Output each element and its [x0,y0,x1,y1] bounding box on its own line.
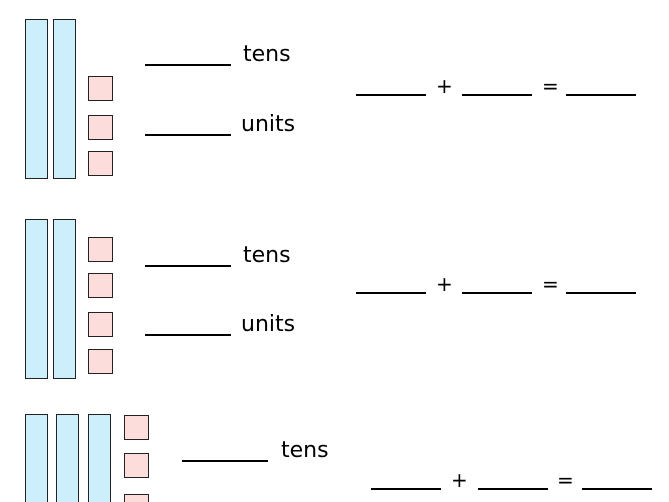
equals-sign: = [557,468,574,492]
unit-cube [88,237,113,262]
sum-blank[interactable] [566,94,636,96]
addend-1-blank[interactable] [356,292,426,294]
ten-rod [53,19,76,179]
plus-sign: + [436,74,453,98]
ten-rod [25,19,48,179]
addend-2-blank[interactable] [462,94,532,96]
tens-label: tens [243,243,291,268]
tens-answer-blank[interactable] [145,64,231,66]
ten-rod [56,414,79,502]
tens-answer-blank[interactable] [145,265,231,267]
ten-rod [25,219,48,379]
addend-2-blank[interactable] [462,292,532,294]
unit-cube [88,76,113,101]
ten-rod [88,414,111,502]
unit-cube [88,273,113,298]
tens-label: tens [243,42,291,67]
unit-cube [124,415,149,440]
sum-blank[interactable] [566,292,636,294]
units-label: units [241,112,296,137]
equals-sign: = [542,74,559,98]
unit-cube [124,453,149,478]
tens-answer-blank[interactable] [182,460,268,462]
unit-cube [124,494,149,502]
unit-cube [88,115,113,140]
tens-label: tens [281,438,329,463]
unit-cube [88,349,113,374]
units-label: units [241,312,296,337]
addend-2-blank[interactable] [478,488,548,490]
units-answer-blank[interactable] [145,134,231,136]
addend-1-blank[interactable] [371,488,441,490]
ten-rod [53,219,76,379]
plus-sign: + [436,272,453,296]
addend-1-blank[interactable] [356,94,426,96]
ten-rod [25,414,48,502]
plus-sign: + [451,468,468,492]
sum-blank[interactable] [582,488,652,490]
units-answer-blank[interactable] [145,334,231,336]
unit-cube [88,151,113,176]
equals-sign: = [542,272,559,296]
unit-cube [88,312,113,337]
